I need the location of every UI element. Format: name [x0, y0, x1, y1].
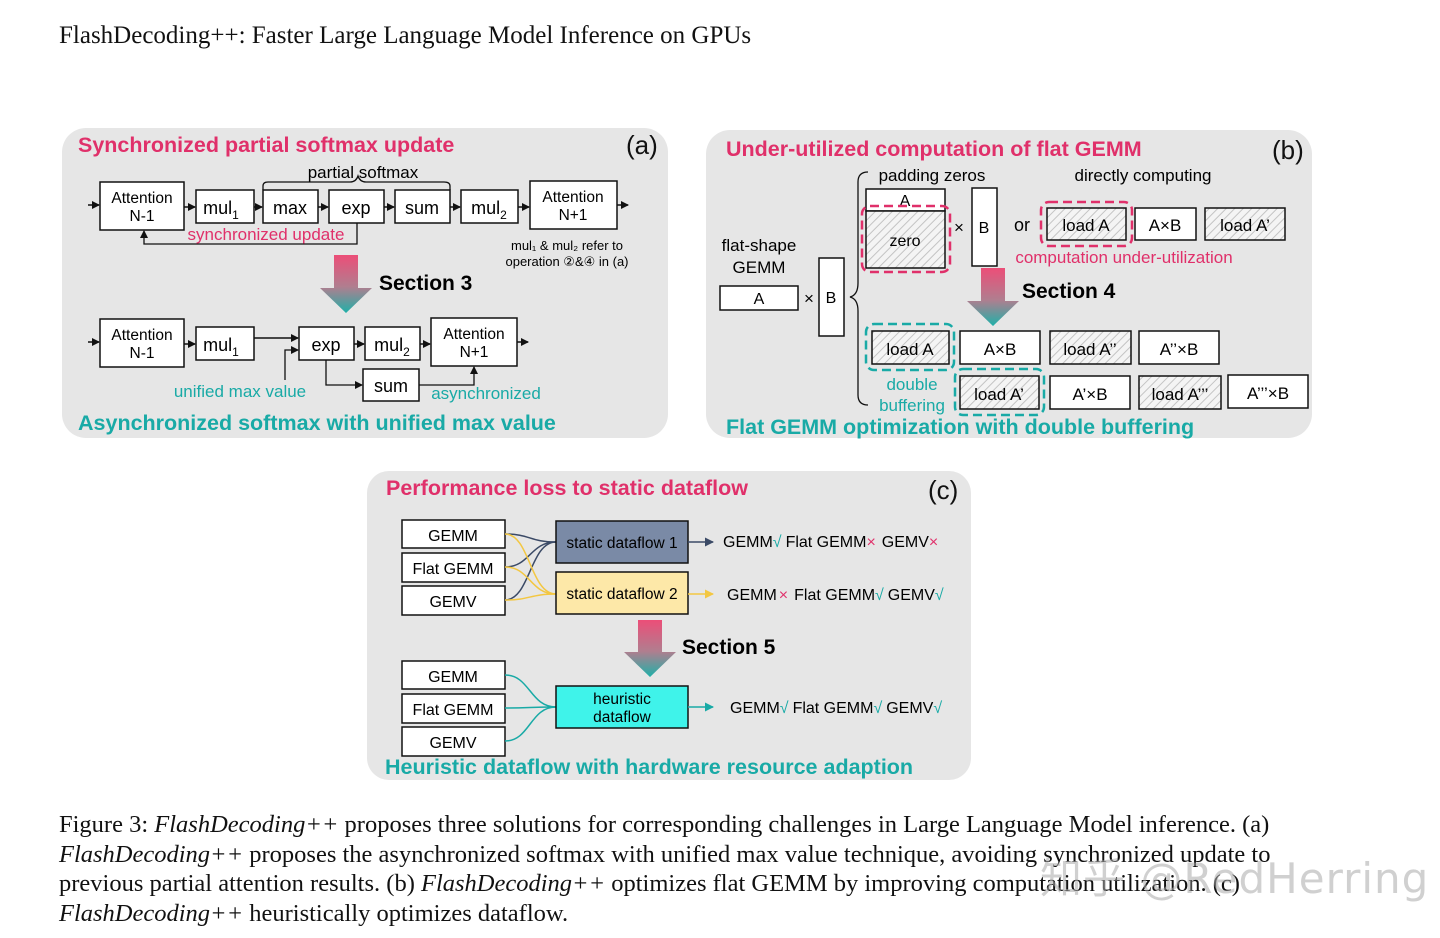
panel-a: Synchronized partial softmax update (a) …: [62, 128, 668, 438]
panel-b-bottom-title: Flat GEMM optimization with double buffe…: [726, 415, 1194, 439]
sync-update-label: synchronized update: [188, 225, 345, 244]
asynchronized-label: asynchronized: [431, 384, 541, 403]
panel-a-bottom-title: Asynchronized softmax with unified max v…: [78, 411, 556, 435]
times-sign: ×: [804, 289, 814, 308]
gemm-input-label: GEMM: [428, 528, 478, 545]
attention-next-label-b: Attention: [443, 326, 504, 343]
mul2-label: mul2: [471, 198, 507, 222]
heuristic-label-2: dataflow: [593, 709, 652, 726]
heuristic-label: heuristic: [593, 691, 651, 708]
matrix-b-label: B: [826, 290, 837, 307]
padded-b-label: B: [979, 220, 990, 237]
panel-c-title: Performance loss to static dataflow: [386, 476, 748, 500]
panel-b: Under-utilized computation of flat GEMM …: [706, 130, 1312, 439]
caption-sentence-1: proposes three solutions for correspondi…: [344, 811, 1236, 838]
caption-sentence-4: heuristically optimizes dataflow.: [249, 899, 569, 927]
panel-c: Performance loss to static dataflow (c) …: [367, 471, 971, 780]
a-times-b-label: A×B: [1149, 216, 1182, 235]
padded-a-label: A: [900, 193, 911, 210]
attention-prev-label-b: Attention: [111, 327, 172, 344]
caption-name-a: FlashDecoding++: [59, 840, 244, 868]
attention-next-label-2: N+1: [559, 207, 588, 224]
exp-label-b: exp: [311, 335, 340, 355]
a-prime-times-b-label: A’×B: [1072, 385, 1107, 404]
load-a-label-b: load A: [886, 340, 934, 359]
flat-shape-label-2: GEMM: [733, 258, 786, 277]
panel-b-title: Under-utilized computation of flat GEMM: [726, 137, 1142, 161]
a-times-b-label-b: A×B: [984, 340, 1017, 359]
flat-gemm-input-label-b: Flat GEMM: [413, 702, 494, 719]
exp-label: exp: [341, 198, 370, 218]
note-line-2: operation ②&④ in (a): [505, 254, 628, 269]
zero-label: zero: [889, 233, 920, 250]
max-label: max: [273, 198, 307, 218]
gemv-input-label: GEMV: [429, 594, 476, 611]
padding-zeros-label: padding zeros: [879, 166, 986, 185]
mul2-label-b: mul2: [374, 335, 410, 359]
caption-a-label: (a): [1242, 811, 1270, 838]
a-tprime-times-b-label: A’’’×B: [1247, 384, 1289, 403]
load-a-prime-label-b: load A’: [974, 385, 1024, 404]
load-a-label: load A: [1062, 216, 1110, 235]
panel-a-tag: (a): [626, 130, 658, 160]
note-line-1: mul₁ & mul₂ refer to: [511, 238, 623, 253]
flat-shape-label: flat-shape: [722, 236, 797, 255]
section-3-label: Section 3: [379, 272, 472, 295]
flat-gemm-input-label: Flat GEMM: [413, 561, 494, 578]
under-utilization-label: computation under-utilization: [1015, 248, 1232, 267]
panel-c-bottom-title: Heuristic dataflow with hardware resourc…: [385, 755, 913, 779]
mul1-label: mul1: [203, 198, 239, 222]
matrix-a-label: A: [754, 291, 765, 308]
attention-next-label-b-2: N+1: [460, 344, 489, 361]
panel-c-tag: (c): [928, 475, 958, 505]
page-title: FlashDecoding++: Faster Large Language M…: [59, 22, 752, 49]
attention-prev-label-2: N-1: [130, 208, 155, 225]
caption-name-b: FlashDecoding++: [420, 870, 606, 897]
static-2-result: GEMM×Flat GEMM√GEMV√: [727, 587, 944, 604]
static-dataflow-2-label: static dataflow 2: [566, 586, 677, 603]
load-a-tprime-label: load A’’’: [1152, 385, 1209, 404]
static-dataflow-1-label: static dataflow 1: [566, 535, 677, 552]
caption-c-label: (c): [1212, 870, 1240, 897]
section-4-label: Section 4: [1022, 280, 1116, 303]
caption-b-label: (b): [386, 870, 415, 897]
section-5-label: Section 5: [682, 636, 776, 659]
attention-prev-label-b-2: N-1: [130, 345, 155, 362]
load-a-dprime-label: load A’’: [1063, 340, 1116, 359]
directly-computing-label: directly computing: [1074, 166, 1211, 185]
gemm-input-label-b: GEMM: [428, 669, 478, 686]
caption-name: FlashDecoding++: [154, 811, 339, 838]
times-sign-2: ×: [954, 218, 964, 237]
buffering-label: buffering: [879, 396, 945, 415]
double-label: double: [886, 375, 937, 394]
static-1-result: GEMM√Flat GEMM×GEMV×: [723, 534, 938, 551]
mul1-label-b: mul1: [203, 335, 239, 359]
attention-next-label: Attention: [542, 189, 603, 206]
unified-max-label: unified max value: [174, 382, 306, 401]
partial-softmax-label: partial softmax: [308, 163, 419, 182]
gemv-input-label-b: GEMV: [429, 735, 476, 752]
caption-sentence-2: proposes the asynchronized softmax with …: [59, 840, 1271, 898]
load-a-prime-label: load A’: [1220, 216, 1270, 235]
or-label: or: [1014, 215, 1030, 235]
figure-caption: Figure 3: FlashDecoding++ proposes three…: [59, 810, 1349, 928]
sum-label: sum: [405, 198, 439, 218]
caption-sentence-3: optimizes flat GEMM by improving computa…: [611, 870, 1207, 897]
caption-name-c: FlashDecoding++: [59, 899, 244, 927]
panel-b-tag: (b): [1272, 135, 1304, 165]
caption-figure-label: Figure 3:: [59, 811, 149, 838]
a-dprime-times-b-label: A’’×B: [1160, 340, 1199, 359]
panel-a-title: Synchronized partial softmax update: [78, 133, 454, 157]
heuristic-result: GEMM√Flat GEMM√GEMV√: [730, 700, 942, 717]
sum-label-b: sum: [374, 376, 408, 396]
attention-prev-label: Attention: [111, 190, 172, 207]
